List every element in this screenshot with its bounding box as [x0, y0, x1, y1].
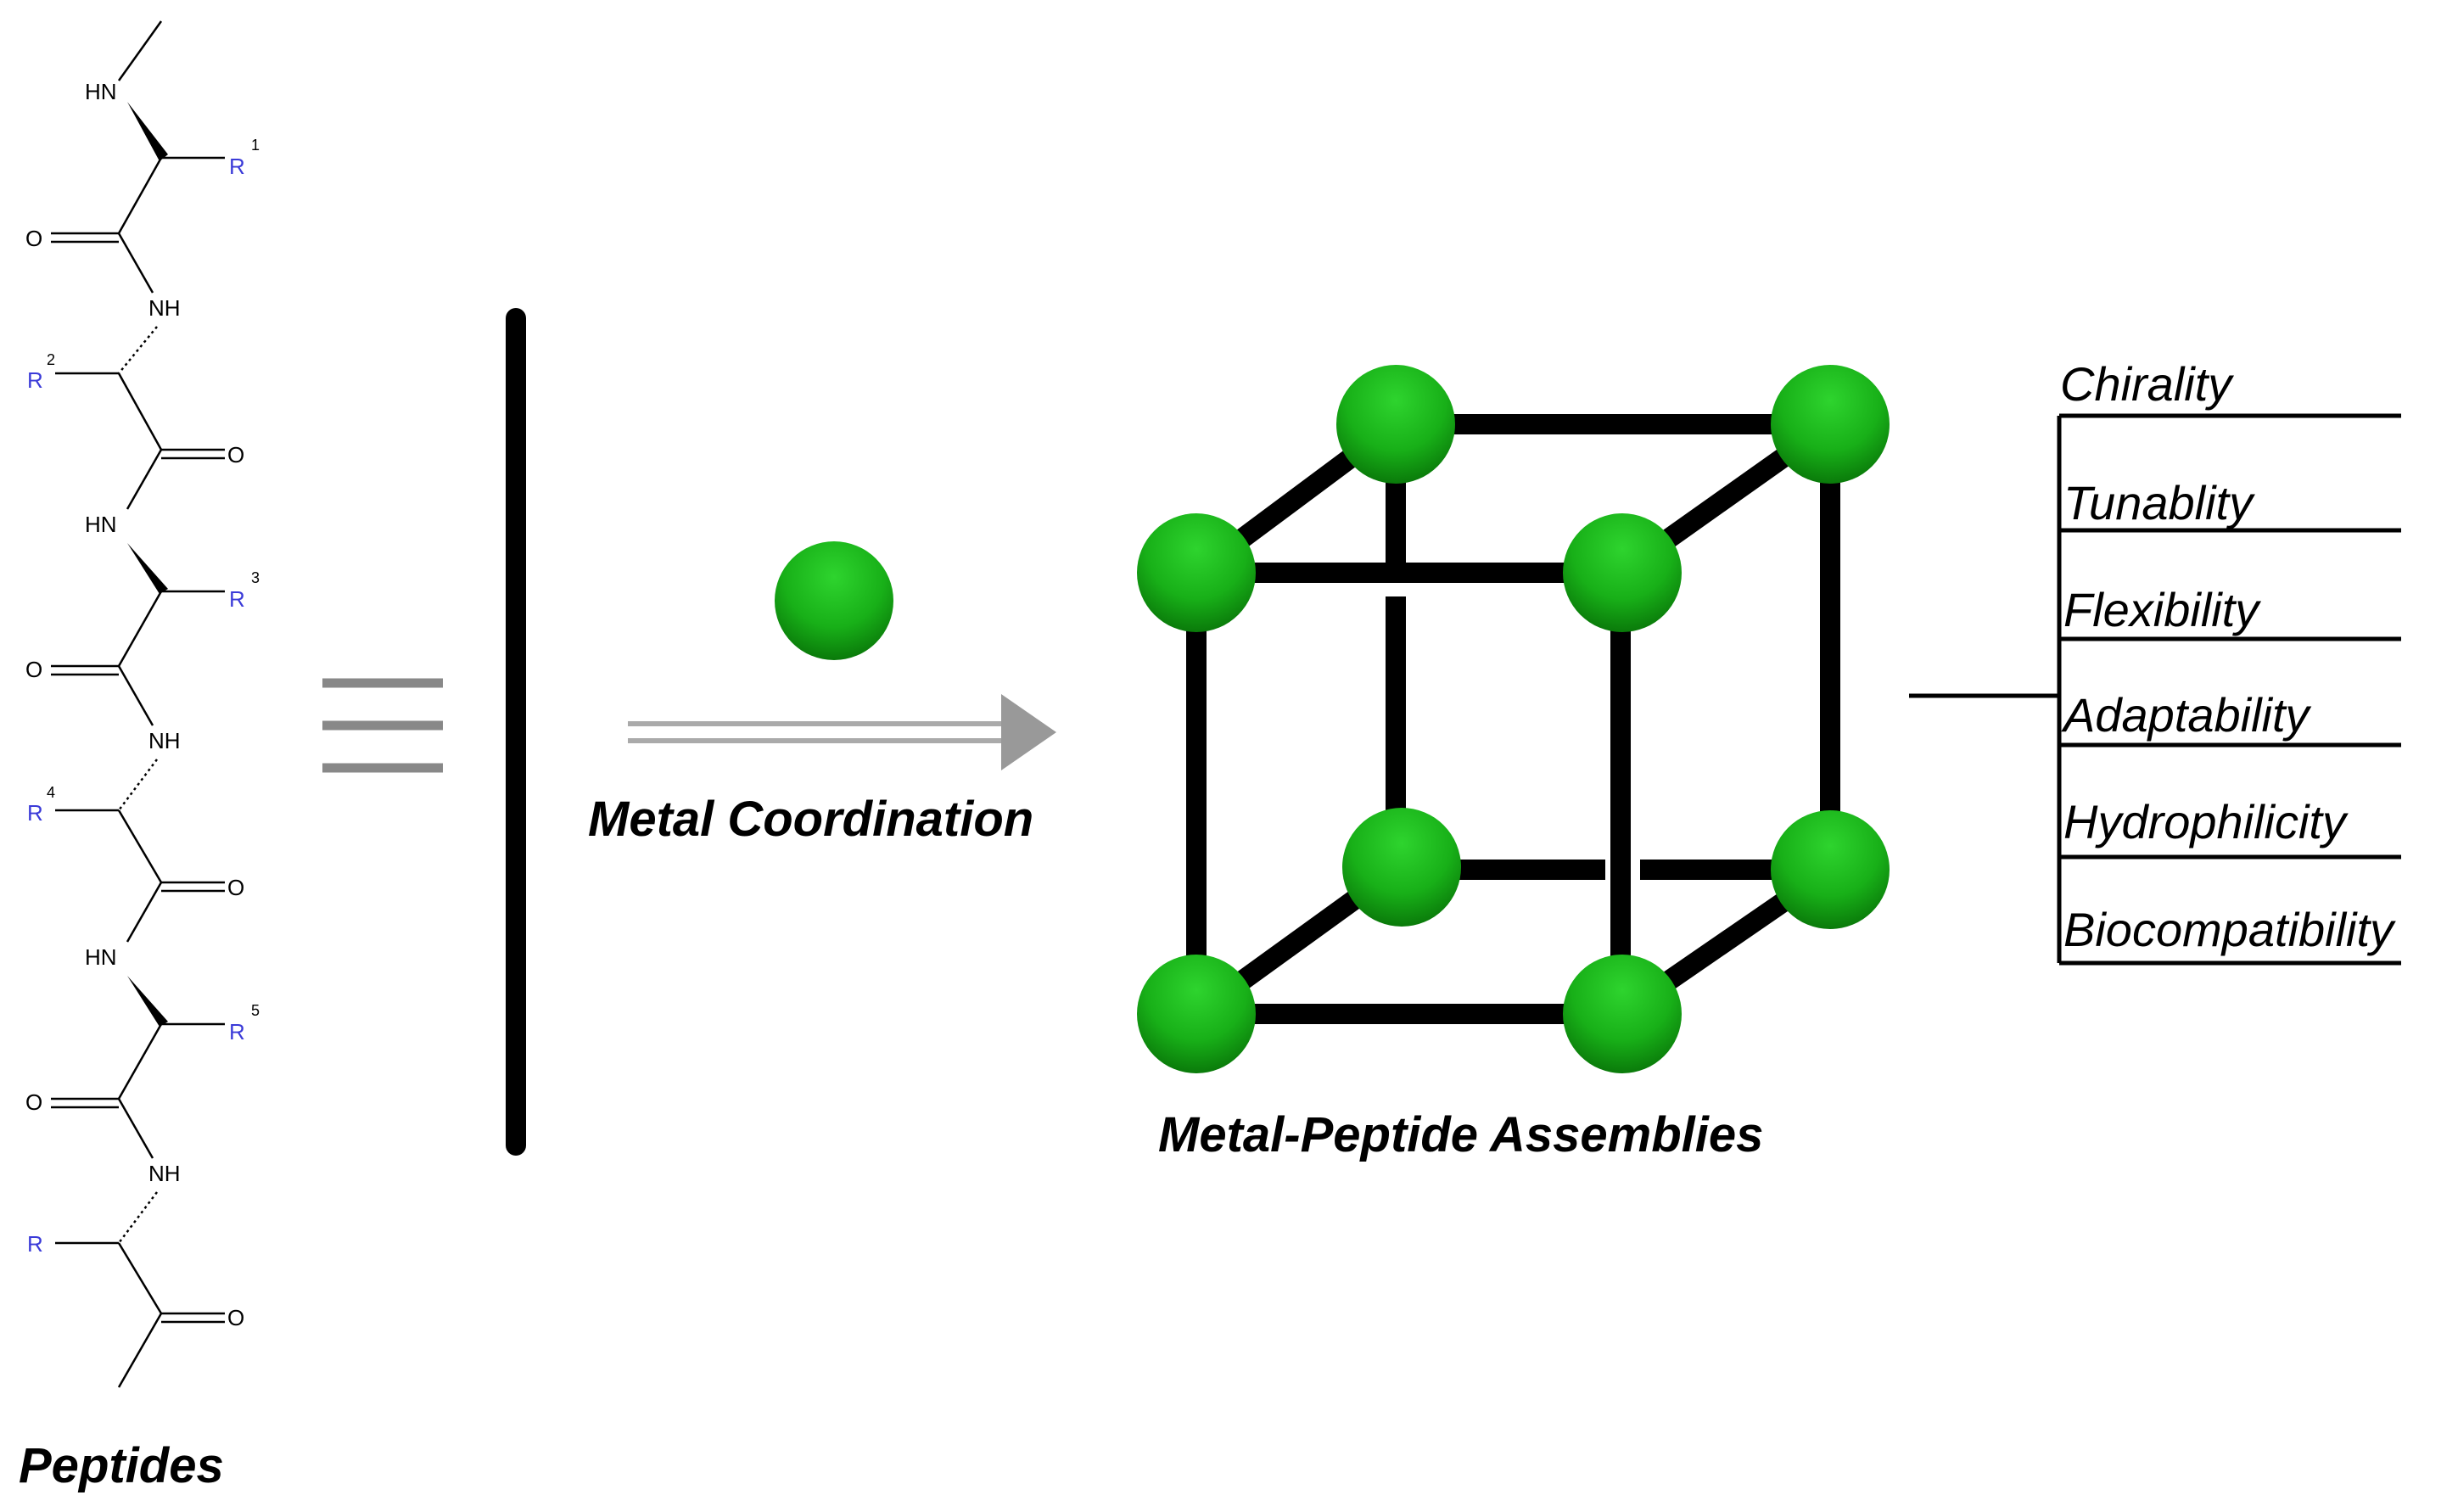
metal-node-back-bottom-right — [1771, 810, 1890, 929]
metal-ion — [775, 541, 893, 660]
atom-O-4: O — [227, 875, 244, 900]
r-group-4: R — [27, 800, 43, 826]
atom-O-3: O — [25, 657, 42, 682]
r-group-1: R — [229, 154, 245, 179]
property-adaptability: Adaptability — [2061, 688, 2312, 742]
equivalence-symbol — [322, 678, 443, 773]
atom-HN-2: HN — [85, 512, 117, 537]
r-group-4-sup: 4 — [47, 784, 55, 801]
r-group-5: R — [229, 1019, 245, 1044]
metal-node-back-top-left — [1336, 365, 1455, 484]
atom-HN-3: HN — [85, 944, 117, 970]
metal-node-front-top-right — [1563, 513, 1682, 632]
atom-NH-2: NH — [148, 728, 181, 753]
reaction-arrow — [628, 694, 1056, 770]
metal-node-back-top-right — [1771, 365, 1890, 484]
metal-node-front-top-left — [1137, 513, 1256, 632]
atom-O-6: O — [227, 1305, 244, 1330]
r-group-6: R — [27, 1231, 43, 1257]
atom-NH-1: NH — [148, 295, 181, 321]
atom-NH-3: NH — [148, 1161, 181, 1186]
metal-node-back-bottom-left — [1342, 808, 1461, 927]
r-group-2: R — [27, 367, 43, 393]
assemblies-label: Metal-Peptide Assemblies — [1158, 1107, 1763, 1162]
r-group-3: R — [229, 586, 245, 612]
metal-coordination-label: Metal Coordination — [588, 792, 1033, 847]
atom-O-5: O — [25, 1089, 42, 1115]
atom-O-1: O — [25, 226, 42, 251]
property-tunablity: Tunablity — [2063, 476, 2255, 529]
cube-nodes — [1137, 365, 1890, 1073]
property-flexibility: Flexibility — [2063, 583, 2261, 636]
r-group-5-sup: 5 — [251, 1002, 260, 1019]
peptide-structure — [51, 20, 225, 1388]
property-biocompatibility: Biocompatibility — [2063, 903, 2396, 956]
cube-frame — [1182, 410, 1845, 1028]
metal-node-front-bottom-left — [1137, 955, 1256, 1073]
property-bracket — [1909, 413, 2401, 966]
property-chirality: Chirality — [2060, 357, 2234, 411]
peptides-label: Peptides — [19, 1438, 224, 1493]
r-group-3-sup: 3 — [251, 569, 260, 586]
metal-node-front-bottom-right — [1563, 955, 1682, 1073]
atom-HN-1: HN — [85, 79, 117, 104]
r-group-2-sup: 2 — [47, 351, 55, 368]
atom-O-2: O — [227, 442, 244, 468]
r-group-1-sup: 1 — [251, 137, 260, 154]
property-hydrophilicity: Hydrophilicity — [2063, 795, 2349, 848]
